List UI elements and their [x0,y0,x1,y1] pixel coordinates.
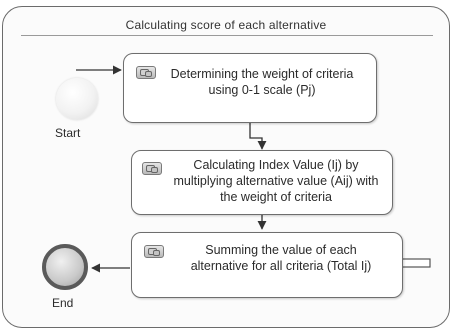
task-icon [142,162,162,175]
task-label: Determining the weight of criteria using… [170,67,354,97]
end-label: End [52,296,74,310]
task-icon [144,245,164,258]
task-determining-weight[interactable]: Determining the weight of criteria using… [123,53,377,123]
task-calculating-index[interactable]: Calculating Index Value (Ij) by multiply… [131,150,393,215]
task-label: Calculating Index Value (Ij) by multiply… [173,158,379,204]
title-divider [21,35,433,36]
subprocess-title: Calculating score of each alternative [125,18,327,32]
task-icon [136,66,156,79]
end-event[interactable] [42,244,88,290]
task-summing-values[interactable]: Summing the value of each alternative fo… [131,232,403,298]
task-label: Summing the value of each alternative fo… [190,243,372,273]
start-label: Start [55,126,81,140]
start-event[interactable] [56,78,98,120]
